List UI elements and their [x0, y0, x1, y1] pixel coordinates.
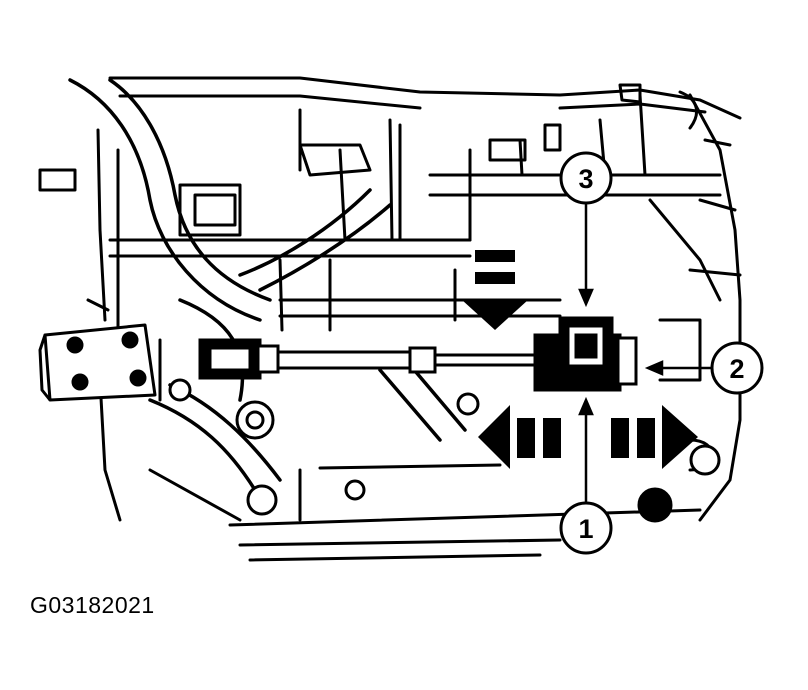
callout-3-label: 3: [578, 164, 593, 194]
horizontal-direction-arrow: [478, 405, 698, 469]
downward-direction-arrow: [462, 250, 528, 330]
lower-coolant-hose: [148, 363, 467, 492]
engine-background-structure: [38, 76, 742, 562]
callout-2: 2: [710, 341, 764, 395]
figure-code: G03182021: [30, 592, 155, 618]
callout-3: 3: [559, 151, 613, 205]
callout-2-label: 2: [729, 354, 744, 384]
callout-2-circle: [710, 341, 764, 395]
upper-radiator-hose: [68, 78, 392, 402]
left-mount-bracket: [38, 323, 157, 402]
cable-end-fitting: [198, 338, 280, 380]
callout-leader-lines: [578, 200, 712, 505]
callout-1-label: 1: [578, 514, 593, 544]
control-cable: [276, 346, 542, 374]
callout-1: 1: [559, 501, 613, 555]
mounting-bolts: [168, 378, 721, 523]
callout-1-circle: [559, 501, 613, 555]
cable-adjuster-bracket: [533, 316, 638, 392]
callout-3-circle: [559, 151, 613, 205]
